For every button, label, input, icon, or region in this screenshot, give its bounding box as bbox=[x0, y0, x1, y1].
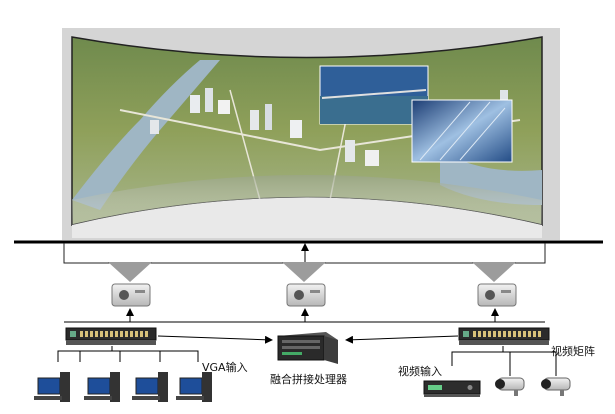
video-wiring bbox=[451, 346, 557, 376]
desktop-computer-icon bbox=[132, 372, 168, 402]
projector-icon bbox=[111, 283, 151, 307]
projector-icon bbox=[286, 283, 326, 307]
vga-input-label: VGA输入 bbox=[202, 360, 248, 374]
dvr-recorder-icon bbox=[423, 380, 481, 397]
projector-icon bbox=[477, 283, 517, 307]
arrow-left-matrix-to-processor bbox=[157, 335, 273, 344]
computer-wiring bbox=[57, 346, 199, 362]
desktop-computer-icon bbox=[84, 372, 120, 402]
desktop-computer-icon bbox=[176, 372, 212, 402]
video-matrix-label: 视频矩阵 bbox=[551, 344, 595, 358]
projector-center bbox=[282, 262, 326, 307]
cctv-camera-icon bbox=[541, 377, 571, 396]
processor-server-icon bbox=[277, 332, 338, 364]
processor-label: 融合拼接处理器 bbox=[270, 372, 347, 386]
rack-matrix-switcher-icon bbox=[458, 327, 550, 345]
desktop-computer-icon bbox=[34, 372, 70, 402]
video-input-label: 视频输入 bbox=[398, 364, 442, 378]
cctv-camera-icon bbox=[495, 377, 525, 396]
screen-reflection bbox=[72, 197, 542, 238]
projector-beam bbox=[472, 262, 516, 282]
projector-right bbox=[472, 262, 517, 307]
rack-matrix-switcher-icon bbox=[65, 327, 157, 345]
projector-left bbox=[108, 262, 152, 307]
curved-projection-screen-icon bbox=[71, 36, 543, 226]
arrow-right-matrix-to-processor bbox=[345, 335, 459, 344]
projector-beam bbox=[108, 262, 152, 282]
projector-beam bbox=[282, 262, 326, 282]
